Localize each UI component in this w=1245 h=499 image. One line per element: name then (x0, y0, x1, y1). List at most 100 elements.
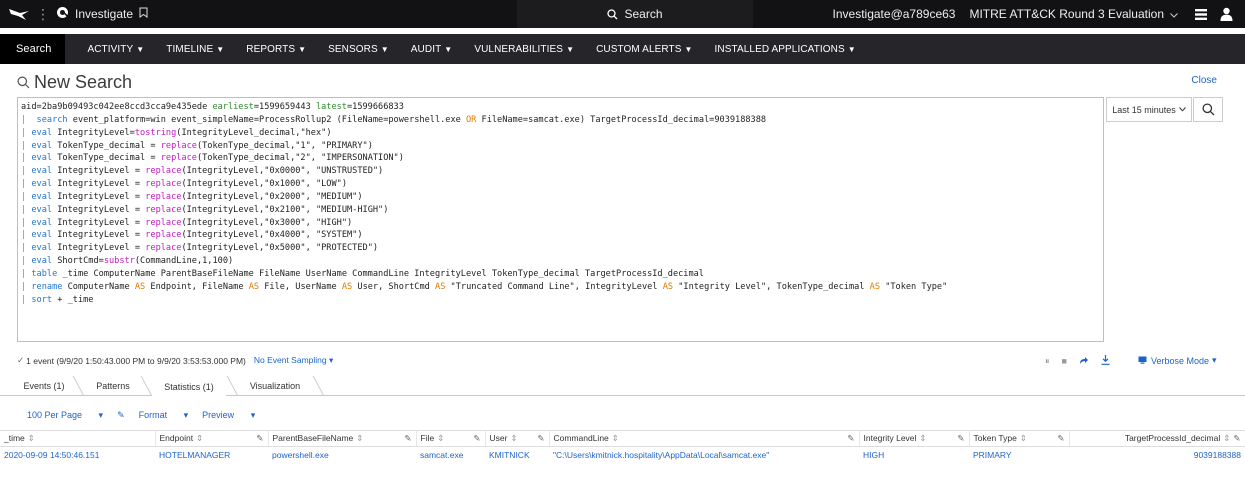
nav-timeline[interactable]: TIMELINE▼ (166, 44, 224, 55)
events-summary: 1 event (9/9/20 1:50:43.000 PM to 9/9/20… (26, 355, 246, 366)
column-header-targetprocessid[interactable]: TargetProcessId_decimal⇕✎ (1069, 430, 1245, 447)
pencil-icon[interactable]: ✎ (957, 433, 965, 443)
search-icon (17, 76, 30, 89)
nav-vulnerabilities-label: VULNERABILITIES (474, 43, 564, 55)
chevron-down-icon: ▼ (380, 44, 389, 54)
search-mode-label: Verbose Mode (1151, 355, 1210, 366)
pencil-icon[interactable]: ✎ (256, 433, 264, 443)
search-query-editor[interactable]: aid=2ba9b09493c042ee8ccd3cca9e435ede ear… (17, 97, 1104, 342)
close-link[interactable]: Close (1191, 75, 1217, 86)
search-icon (1201, 103, 1214, 116)
column-header-token-type[interactable]: Token Type⇕✎ (969, 430, 1070, 447)
column-header-endpoint[interactable]: Endpoint⇕ ✎ (155, 430, 269, 447)
download-icon[interactable] (1101, 355, 1110, 367)
tab-visualization[interactable]: Visualization (238, 376, 312, 396)
cell-file[interactable]: samcat.exe (420, 449, 464, 460)
nav-custom-alerts[interactable]: CUSTOM ALERTS▼ (596, 44, 692, 55)
nav-sensors-label: SENSORS (328, 43, 378, 55)
cell-commandline[interactable]: "C:\Users\kmitnick.hospitality\AppData\L… (553, 449, 770, 460)
per-page-label: 100 Per Page (27, 410, 83, 420)
column-header-label: CommandLine (553, 433, 609, 443)
column-header-parentbasefilename[interactable]: ParentBaseFileName⇕ ✎ (268, 430, 417, 447)
cell-user[interactable]: KMITNICK (489, 449, 530, 460)
cell-endpoint[interactable]: HOTELMANAGER (159, 449, 231, 460)
nav-installed-applications[interactable]: INSTALLED APPLICATIONS▼ (715, 44, 856, 55)
column-header-label: Endpoint (159, 433, 194, 443)
column-header-file[interactable]: File⇕ ✎ (416, 430, 486, 447)
pause-icon[interactable]: ⏸ (1045, 355, 1050, 366)
sort-icon: ⇕ (27, 433, 35, 443)
column-header-time[interactable]: _time⇕ (0, 430, 156, 447)
nav-vulnerabilities[interactable]: VULNERABILITIES▼ (474, 44, 574, 55)
preview-dropdown[interactable]: Preview ▾ (202, 410, 256, 420)
cell-parentbasefilename[interactable]: powershell.exe (272, 449, 329, 460)
nav-audit[interactable]: AUDIT▼ (411, 44, 453, 55)
chevron-down-icon: ▼ (298, 44, 307, 54)
app-name: Investigate (75, 7, 134, 21)
pencil-icon[interactable]: ✎ (473, 433, 481, 443)
sort-icon: ⇕ (919, 433, 927, 443)
sort-icon: ⇕ (196, 433, 204, 443)
results-table: _time⇕ Endpoint⇕✎ ParentBaseFileName⇕✎ F… (0, 430, 1245, 463)
format-dropdown[interactable]: ✎Format ▾ (117, 410, 189, 420)
time-range-picker[interactable]: Last 15 minutes (1106, 97, 1192, 122)
check-icon: ✓ (17, 355, 25, 365)
pencil-icon[interactable]: ✎ (1057, 433, 1065, 443)
menu-dots-icon[interactable]: ⋮ (36, 5, 50, 22)
falcon-logo-icon[interactable] (2, 7, 36, 21)
tab-patterns-label: Patterns (96, 381, 130, 391)
cell-time[interactable]: 2020-09-09 14:50:46.151 (4, 449, 100, 460)
tab-divider (226, 376, 239, 396)
cell-token-type[interactable]: PRIMARY (973, 449, 1012, 460)
nav-audit-label: AUDIT (410, 43, 442, 55)
search-mode-dropdown[interactable]: Verbose Mode ▾ (1138, 355, 1217, 366)
nav-custom-alerts-label: CUSTOM ALERTS (596, 43, 682, 55)
sort-icon: ⇕ (437, 433, 445, 443)
cell-integrity-level[interactable]: HIGH (863, 449, 885, 460)
app-switcher[interactable]: Investigate (54, 6, 148, 22)
time-range-label: Last 15 minutes (1112, 104, 1176, 115)
cell-targetprocessid[interactable]: 9039188388 (1193, 449, 1241, 460)
pencil-icon[interactable]: ✎ (537, 433, 545, 443)
bookmark-icon[interactable] (139, 7, 148, 21)
nav-activity[interactable]: ACTIVITY▼ (87, 44, 144, 55)
column-header-integrity-level[interactable]: Integrity Level⇕✎ (859, 430, 970, 447)
tab-patterns[interactable]: Patterns (84, 376, 142, 396)
column-header-label: ParentBaseFileName (272, 433, 354, 443)
notifications-icon[interactable] (1194, 8, 1208, 21)
pencil-icon[interactable]: ✎ (847, 433, 855, 443)
pencil-icon[interactable]: ✎ (404, 433, 412, 443)
global-search-button[interactable]: Search (517, 0, 753, 28)
search-mode-icon (1138, 356, 1147, 366)
evaluation-selector[interactable]: MITRE ATT&CK Round 3 Evaluation (969, 7, 1164, 21)
job-controls: ⏸ ■ (1045, 355, 1110, 367)
nav-timeline-label: TIMELINE (166, 43, 214, 55)
tab-visualization-label: Visualization (249, 381, 301, 391)
tab-events[interactable]: Events (1) (14, 376, 74, 396)
sort-icon: ⇕ (1223, 433, 1231, 443)
stop-icon[interactable]: ■ (1061, 356, 1067, 366)
share-icon[interactable] (1079, 356, 1089, 367)
column-header-commandline[interactable]: CommandLine⇕✎ (549, 430, 860, 447)
user-profile-icon[interactable] (1220, 7, 1233, 21)
nav-sensors[interactable]: SENSORS▼ (328, 44, 389, 55)
column-header-user[interactable]: User⇕✎ (485, 430, 550, 447)
column-header-label: File (420, 433, 435, 443)
sort-icon: ⇕ (356, 433, 364, 443)
pencil-icon[interactable]: ✎ (1233, 433, 1241, 443)
sort-icon: ⇕ (510, 433, 518, 443)
format-label: Format (138, 410, 168, 420)
nav-activity-label: ACTIVITY (87, 43, 134, 55)
nav-search[interactable]: Search (0, 34, 66, 64)
chevron-down-icon: ▼ (847, 44, 856, 54)
chevron-down-icon: ▼ (444, 44, 453, 54)
run-search-button[interactable] (1193, 97, 1223, 122)
results-tabs: Events (1) Patterns Statistics (1) Visua… (0, 376, 1245, 397)
per-page-dropdown[interactable]: 100 Per Page ▾ (27, 410, 104, 420)
chevron-down-icon[interactable] (1170, 7, 1178, 21)
tab-statistics[interactable]: Statistics (1) (152, 376, 226, 397)
event-sampling-dropdown[interactable]: No Event Sampling ▾ (253, 355, 334, 365)
nav-reports[interactable]: REPORTS▼ (246, 44, 306, 55)
user-name[interactable]: Investigate@a789ce63 (832, 7, 956, 21)
column-header-label: Token Type (973, 433, 1017, 443)
